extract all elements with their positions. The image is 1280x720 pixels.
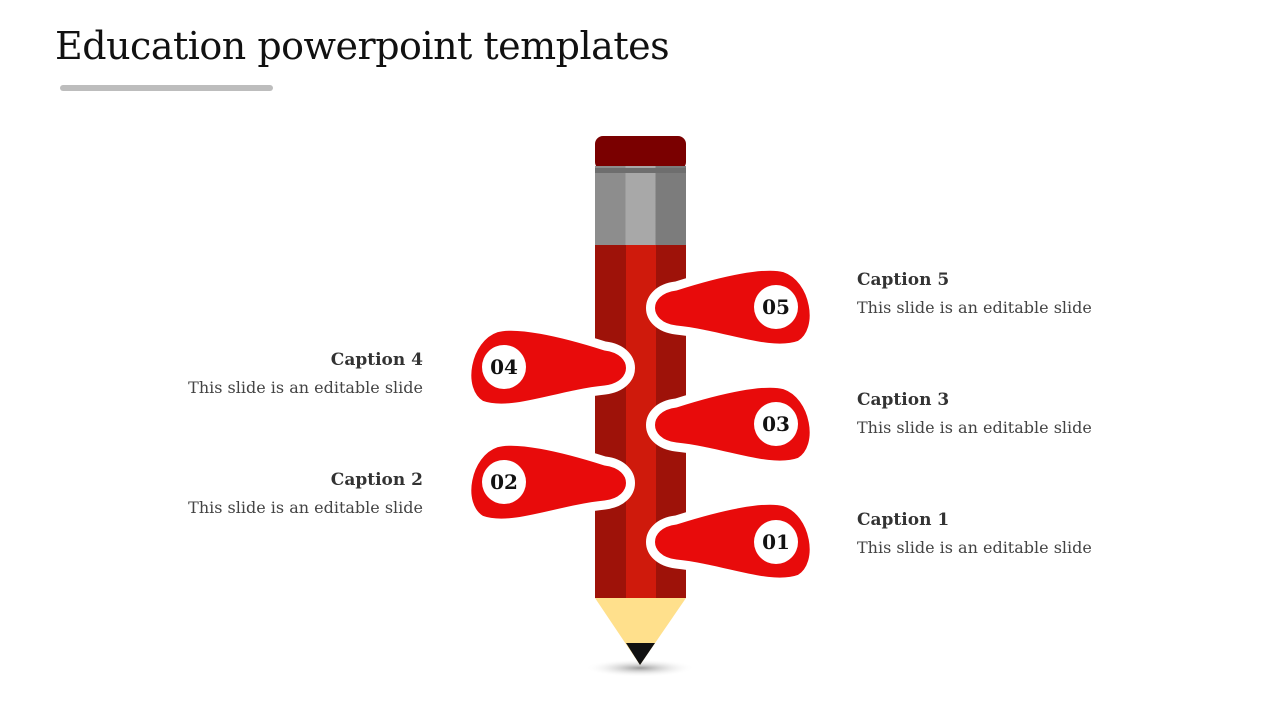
caption-title: Caption 4	[330, 350, 423, 370]
marker-number: 04	[490, 355, 518, 379]
pencil-tip	[595, 598, 686, 665]
caption-title: Caption 5	[857, 270, 950, 290]
marker-number: 01	[762, 530, 790, 554]
marker-03: 03	[646, 378, 819, 470]
caption-title: Caption 2	[330, 470, 423, 490]
caption-description: This slide is an editable slide	[857, 298, 1092, 317]
marker-01: 01	[646, 495, 819, 587]
pencil-ferrule	[595, 166, 686, 245]
caption-description: This slide is an editable slide	[857, 538, 1092, 557]
pencil-eraser	[595, 136, 686, 170]
marker-number: 03	[762, 412, 790, 436]
marker-04: 04	[462, 321, 635, 413]
page-title: Education powerpoint templates	[55, 24, 670, 68]
caption-title: Caption 1	[857, 510, 950, 530]
caption-description: This slide is an editable slide	[188, 378, 423, 397]
marker-number: 02	[490, 470, 518, 494]
marker-02: 02	[462, 436, 635, 528]
caption-block-5: Caption 5 This slide is an editable slid…	[857, 270, 1097, 317]
title-underline	[60, 85, 273, 91]
pencil-shadow	[585, 659, 695, 677]
caption-description: This slide is an editable slide	[188, 498, 423, 517]
caption-block-1: Caption 1 This slide is an editable slid…	[857, 510, 1097, 557]
caption-block-2: Caption 2 This slide is an editable slid…	[183, 470, 423, 517]
pencil-lead	[626, 643, 655, 665]
marker-number: 05	[762, 295, 790, 319]
caption-block-3: Caption 3 This slide is an editable slid…	[857, 390, 1097, 437]
caption-description: This slide is an editable slide	[857, 418, 1092, 437]
marker-05: 05	[646, 261, 819, 353]
caption-title: Caption 3	[857, 390, 950, 410]
caption-block-4: Caption 4 This slide is an editable slid…	[183, 350, 423, 397]
